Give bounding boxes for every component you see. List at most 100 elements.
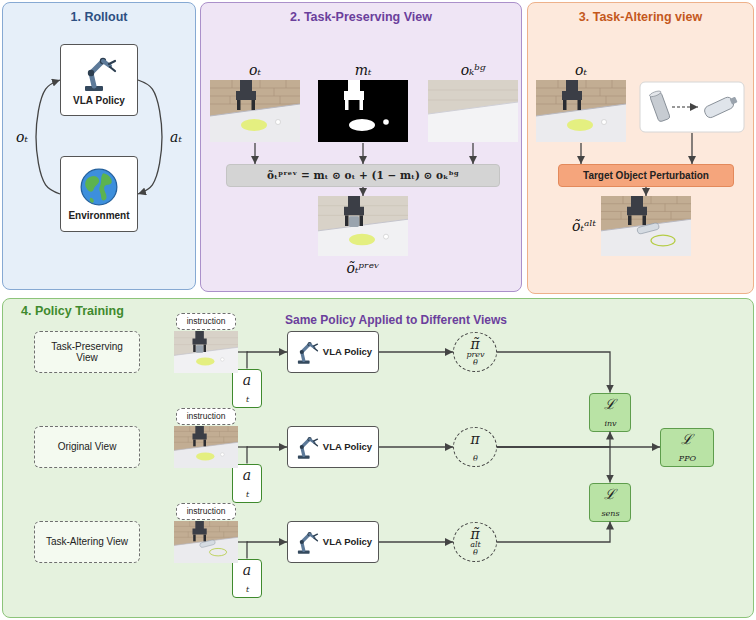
stage-panel: 4. Policy TrainingSame Policy Applied to… xyxy=(2,298,754,618)
node-text: Target Object Perturbation xyxy=(583,170,709,182)
output-circle: πθ xyxy=(453,427,497,467)
flow-arrow xyxy=(645,187,646,196)
flow-arrow xyxy=(580,143,581,164)
robot-icon xyxy=(294,434,320,460)
robot-icon-shape xyxy=(298,437,318,459)
node-text: ℒ xyxy=(604,487,616,501)
observation-image xyxy=(174,426,238,468)
label-anchor: õₜᵖʳᵉᵛ xyxy=(347,259,380,277)
view-label-box: Original View xyxy=(34,426,140,468)
connector xyxy=(36,80,60,194)
loss-box: ℒPPO xyxy=(660,428,714,467)
edge-label: oₜ xyxy=(15,129,29,145)
node-text: θ xyxy=(470,549,481,557)
policy-box: VLA Policy xyxy=(287,331,379,373)
node-text: VLA Policy xyxy=(323,347,372,358)
node-text: θ xyxy=(466,359,484,367)
output-circle: π̃prevθ xyxy=(453,332,497,372)
loss-box: ℒsens xyxy=(589,483,631,522)
observation-image xyxy=(536,80,626,142)
connector xyxy=(497,447,610,483)
script-stack: t xyxy=(246,396,249,404)
flow-arrow xyxy=(362,187,363,196)
bottle-object xyxy=(703,94,739,119)
image-label: oₜ xyxy=(575,62,587,78)
swap-arrow xyxy=(672,106,698,107)
connector xyxy=(247,542,287,559)
can-top xyxy=(649,90,662,98)
policy-box: VLA Policy xyxy=(60,44,138,116)
globe-icon xyxy=(78,166,120,208)
node-text: t xyxy=(246,396,249,404)
bottle-cap xyxy=(730,97,738,105)
edge-label: aₜ xyxy=(169,129,183,145)
image-label: õₜᵖʳᵉᵛ xyxy=(347,260,380,276)
node-text: π xyxy=(470,432,479,446)
node-text: VLA Policy xyxy=(323,537,372,548)
image-label: oₜ xyxy=(249,62,261,78)
robot-icon-shape xyxy=(85,58,115,91)
robot-icon-shape xyxy=(298,342,318,364)
output-circle: π̃altθ xyxy=(453,522,497,562)
robot-icon xyxy=(294,529,320,555)
node-text: prev xyxy=(466,351,484,359)
node-text: Task-Preserving View xyxy=(45,341,129,364)
view-label-box: Task-Altering View xyxy=(34,521,140,563)
node-text: Environment xyxy=(68,210,129,222)
script-stack: sens xyxy=(601,510,619,518)
node-text: inv xyxy=(604,420,616,428)
script-stack: t xyxy=(246,586,249,594)
altered-view-image xyxy=(174,521,238,563)
label-anchor: õₜᵃˡᵗ xyxy=(572,217,596,235)
edge-label-anchor: aₜ xyxy=(169,128,183,146)
policy-box: VLA Policy xyxy=(287,521,379,563)
script-stack: inv xyxy=(604,420,616,428)
label-anchor: oₖᵇᵍ xyxy=(461,61,486,79)
image-label: oₖᵇᵍ xyxy=(461,62,486,78)
background-image xyxy=(428,80,518,142)
action-box: at xyxy=(232,559,262,598)
flow-arrow xyxy=(362,143,363,164)
node-text: a xyxy=(243,468,251,482)
object-swap-card xyxy=(640,82,744,132)
instruction-box: instruction xyxy=(176,313,236,331)
robot-icon xyxy=(79,53,119,93)
can-object xyxy=(649,90,671,122)
node-text: VLA Policy xyxy=(73,95,125,107)
node-text: õₜᵖʳᵉᵛ = mₜ ⊙ oₜ + (1 − mₜ) ⊙ oₖᵇᵍ xyxy=(267,169,459,181)
label-anchor: mₜ xyxy=(355,61,372,79)
globe-icon-shape xyxy=(81,169,117,205)
flow-arrow xyxy=(254,143,255,164)
preserved-view-image xyxy=(318,196,408,256)
action-box: at xyxy=(232,369,262,408)
action-box: at xyxy=(232,464,262,503)
script-stack: altθ xyxy=(470,541,481,557)
node-text: alt xyxy=(470,541,481,549)
node-text: ℒ xyxy=(681,432,693,446)
panel-title: 3. Task-Altering view xyxy=(528,3,753,24)
process-box: Target Object Perturbation xyxy=(558,164,734,187)
stage-panel: 1. RolloutVLA PolicyEnvironment xyxy=(2,2,196,290)
script-stack: θ xyxy=(473,455,478,463)
script-stack: prevθ xyxy=(466,351,484,367)
altered-view-image xyxy=(601,196,691,256)
node-text: t xyxy=(246,586,249,594)
node-text: t xyxy=(246,491,249,499)
panel-title: Same Policy Applied to Different Views xyxy=(39,313,753,327)
robot-icon xyxy=(294,339,320,365)
connector xyxy=(379,446,453,447)
node-text: π̃ xyxy=(470,527,479,541)
node-text: a xyxy=(243,373,251,387)
loss-box: ℒinv xyxy=(589,393,631,432)
connector xyxy=(379,351,453,352)
panel-title: 1. Rollout xyxy=(3,3,195,24)
connector xyxy=(497,432,610,448)
connector xyxy=(497,352,610,393)
label-anchor: oₜ xyxy=(575,61,587,79)
policy-box: VLA Policy xyxy=(287,426,379,468)
image-label: mₜ xyxy=(355,62,372,78)
node-text: Original View xyxy=(58,441,117,453)
mask-image xyxy=(318,80,408,142)
instruction-box: instruction xyxy=(176,408,236,426)
